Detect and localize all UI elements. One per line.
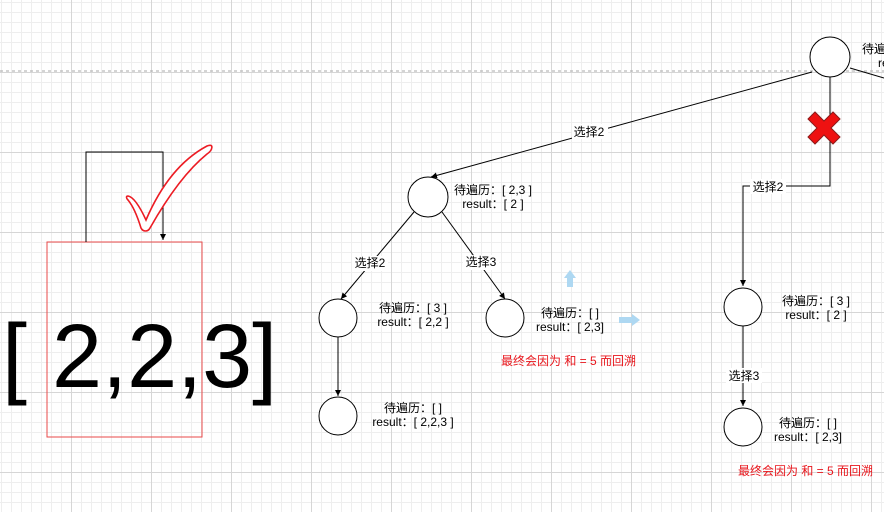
edge-label-a-b: 选择2	[355, 256, 386, 270]
node-b	[318, 298, 358, 338]
arrow-right-icon	[619, 314, 640, 326]
check-mark-icon	[125, 144, 213, 232]
node-c-note: 最终会因为 和 = 5 而回溯	[501, 353, 636, 368]
arrow-up-icon	[564, 270, 576, 287]
node-d-pending: 待遍历：[ 3 ]	[782, 294, 850, 308]
node-c-pending: 待遍历：[ ]	[541, 306, 599, 320]
root-node	[809, 36, 851, 78]
node-c	[485, 298, 525, 338]
node-bb	[318, 396, 358, 436]
node-e-pending: 待遍历：[ ]	[779, 416, 837, 430]
array-loop-arrow	[85, 151, 166, 242]
edge-label-root-a: 选择2	[574, 125, 605, 139]
node-bb-pending: 待遍历：[ ]	[384, 401, 442, 415]
edge-root-right	[849, 67, 884, 79]
node-a	[407, 176, 449, 218]
root-result-label: re	[878, 56, 884, 70]
node-e	[723, 407, 763, 447]
edge-label-bg	[463, 255, 499, 270]
array-label: [ 2,2,3]	[2, 307, 277, 407]
edge-label-bg	[352, 256, 388, 271]
node-b-result: result：[ 2,2 ]	[377, 315, 448, 329]
node-e-note: 最终会因为 和 = 5 而回溯	[738, 463, 873, 478]
array-highlight-box	[46, 241, 203, 438]
edge-label-root-d: 选择2	[753, 180, 784, 194]
edge-label-bg	[726, 368, 762, 383]
cross-mark-icon	[807, 111, 841, 145]
node-b-pending: 待遍历：[ 3 ]	[379, 301, 447, 315]
node-a-pending: 待遍历：[ 2,3 ]	[454, 183, 532, 197]
edge-a-to-b	[340, 211, 415, 300]
node-e-result: result：[ 2,3]	[774, 430, 842, 444]
node-a-result: result：[ 2 ]	[462, 197, 523, 211]
edge-label-d-e: 选择3	[729, 369, 760, 383]
node-bb-result: result：[ 2,2,3 ]	[372, 415, 453, 429]
node-c-result: result：[ 2,3]	[536, 320, 604, 334]
edge-label-bg	[572, 124, 608, 139]
edge-label-bg	[750, 179, 786, 194]
edge-label-a-c: 选择3	[466, 255, 497, 269]
root-pending-label: 待遍历：	[862, 42, 884, 56]
edge-root-to-a	[430, 71, 813, 179]
node-d	[723, 287, 763, 327]
node-d-result: result：[ 2 ]	[785, 308, 846, 322]
